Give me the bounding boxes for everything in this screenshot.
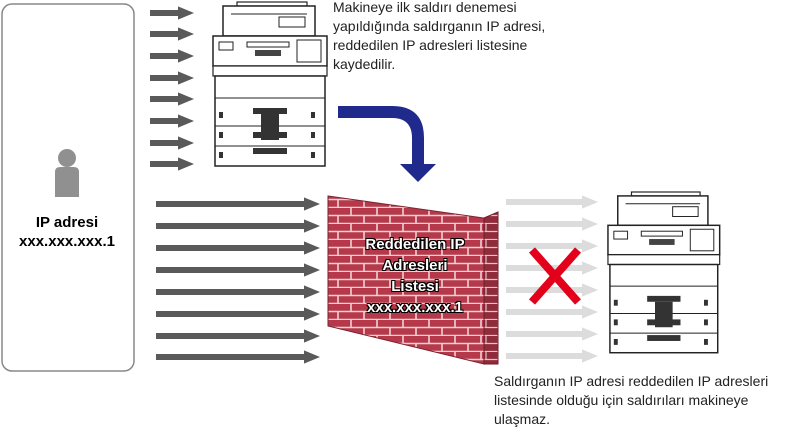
arrow [156, 350, 320, 364]
brick-wall [327, 195, 499, 365]
note-bottom: Saldırganın IP adresi reddedilen IP adre… [494, 373, 769, 427]
wall-line-1: Reddedilen IP [365, 236, 465, 253]
attacker-ip: xxx.xxx.xxx.1 [19, 233, 115, 250]
wall-line-4: xxx.xxx.xxx.1 [367, 299, 463, 316]
attack-arrows-bottom [156, 197, 320, 364]
printer-icon [607, 191, 721, 354]
arrow [156, 307, 320, 321]
note-top: Makineye ilk saldırı denemesi yapıldığın… [333, 0, 546, 72]
attack-arrows-top [150, 6, 194, 171]
arrow [150, 136, 194, 150]
arrow [150, 114, 194, 128]
arrow [150, 157, 194, 171]
arrow [150, 92, 194, 106]
arrow [506, 239, 598, 253]
cross-icon [529, 247, 581, 305]
arrow [506, 217, 598, 231]
arrow [506, 283, 598, 297]
arrow [150, 49, 194, 63]
person-icon [55, 149, 79, 197]
arrow [156, 285, 320, 299]
arrow [156, 241, 320, 255]
arrow [150, 27, 194, 41]
attacker-label: IP adresi [35, 214, 99, 231]
wall-line-3: Listesi [391, 278, 439, 295]
arrow [506, 305, 598, 319]
arrow [156, 197, 320, 211]
curved-arrow-icon [338, 106, 436, 182]
arrow [156, 219, 320, 233]
arrow [150, 71, 194, 85]
arrow [506, 195, 598, 209]
arrow [506, 349, 598, 363]
arrow [156, 329, 320, 343]
printer-icon [212, 1, 328, 167]
arrow [156, 263, 320, 277]
arrow [150, 6, 194, 20]
wall-line-2: Adresleri [382, 257, 448, 274]
arrow [506, 327, 598, 341]
